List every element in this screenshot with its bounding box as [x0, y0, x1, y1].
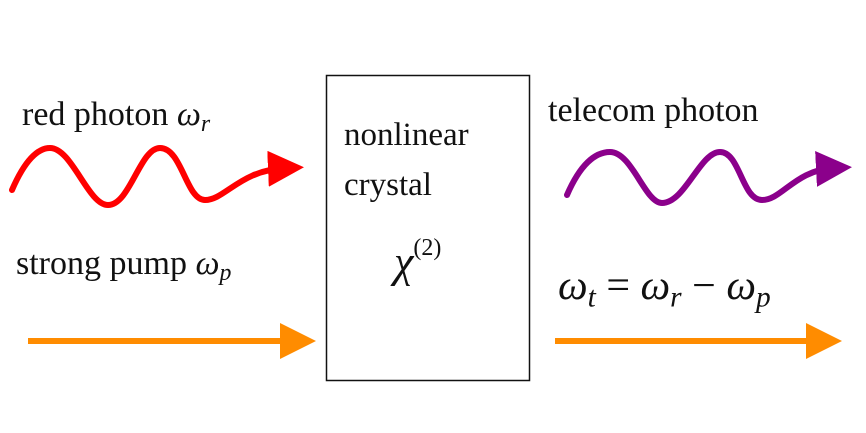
subscript: t — [587, 281, 596, 314]
red-photon-label: red photon ωr — [22, 96, 210, 138]
crystal-box — [325, 74, 531, 382]
telecom-photon-label: telecom photon — [548, 92, 759, 129]
omega-r: ω — [640, 263, 671, 309]
minus-sign: − — [692, 263, 716, 309]
equals-sign: = — [606, 263, 631, 309]
frequency-equation: ωt = ωr − ωp — [558, 262, 771, 314]
pump-label: strong pump ωp — [16, 245, 231, 287]
omega-t: ω — [558, 263, 588, 309]
omega-symbol: ω — [195, 245, 220, 282]
red-photon-text: red photon — [22, 96, 169, 133]
chi-order: (2) — [413, 235, 442, 261]
telecom-photon-wave-arrow — [564, 148, 852, 207]
subscript: r — [200, 110, 211, 137]
pump-text: strong pump — [16, 245, 187, 282]
subscript: r — [670, 281, 682, 314]
omega-symbol: ω — [176, 96, 201, 133]
crystal-line1: nonlinear — [344, 117, 469, 153]
red-photon-wave-arrow — [9, 144, 304, 209]
crystal-label: nonlinear crystal — [344, 110, 469, 210]
chi-symbol: χ(2) — [394, 235, 441, 288]
omega-p: ω — [726, 263, 756, 309]
chi: χ — [394, 237, 414, 287]
subscript: p — [219, 259, 232, 286]
subscript: p — [755, 281, 771, 314]
crystal-line2: crystal — [344, 167, 432, 203]
